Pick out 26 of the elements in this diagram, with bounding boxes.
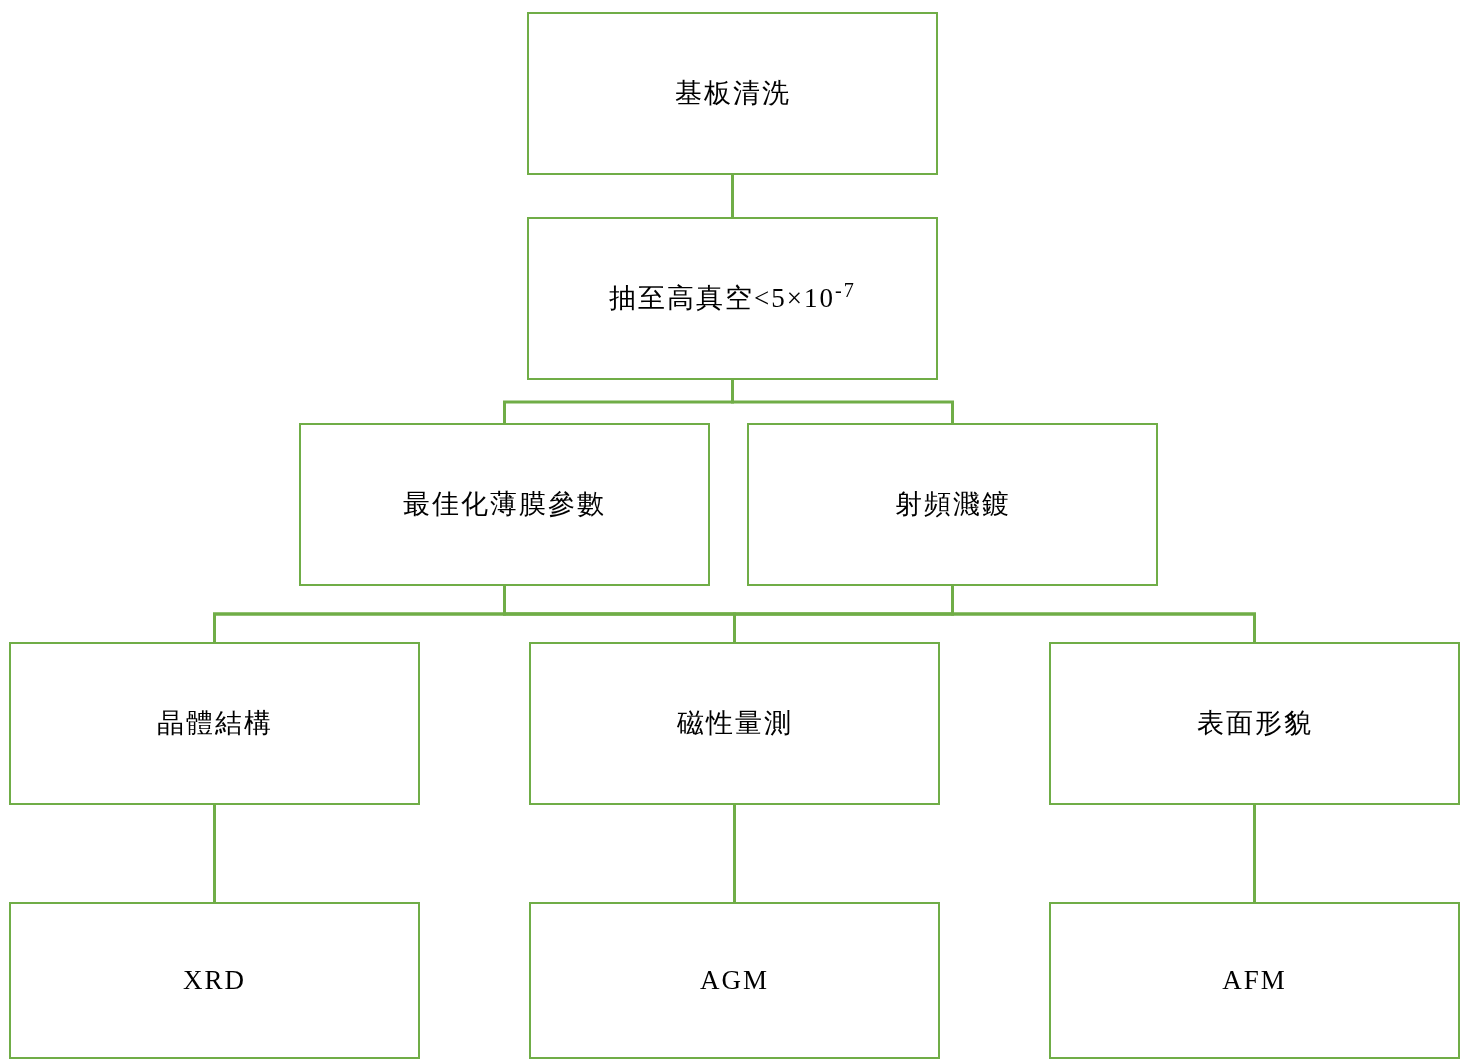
process-box <box>527 217 938 380</box>
step-label: 最佳化薄膜參數 <box>403 488 606 522</box>
process-box <box>747 423 1158 586</box>
step-label: XRD <box>183 964 246 998</box>
connector-line <box>951 586 1256 642</box>
step-label: AGM <box>700 964 769 998</box>
step-label: 表面形貌 <box>1196 707 1313 741</box>
step-label: 射頻濺鍍 <box>894 488 1011 522</box>
process-box <box>1049 902 1460 1059</box>
step-label: 晶體結構 <box>156 707 273 741</box>
process-box <box>1049 642 1460 805</box>
step-label: 抽至高真空<5×10$^{-7}$ <box>609 278 856 316</box>
process-box <box>529 902 940 1059</box>
connector-line <box>731 175 734 217</box>
connector-line <box>213 805 216 902</box>
process-box <box>527 12 938 175</box>
connector-line <box>733 805 736 902</box>
process-box <box>299 423 710 586</box>
process-box <box>529 642 940 805</box>
connector-line <box>731 380 954 423</box>
connector-line <box>1253 805 1256 902</box>
process-box <box>9 902 420 1059</box>
step-label: AFM <box>1222 964 1287 998</box>
step-label: 磁性量測 <box>676 707 793 741</box>
step-label: 基板清洗 <box>674 77 791 111</box>
process-box <box>9 642 420 805</box>
